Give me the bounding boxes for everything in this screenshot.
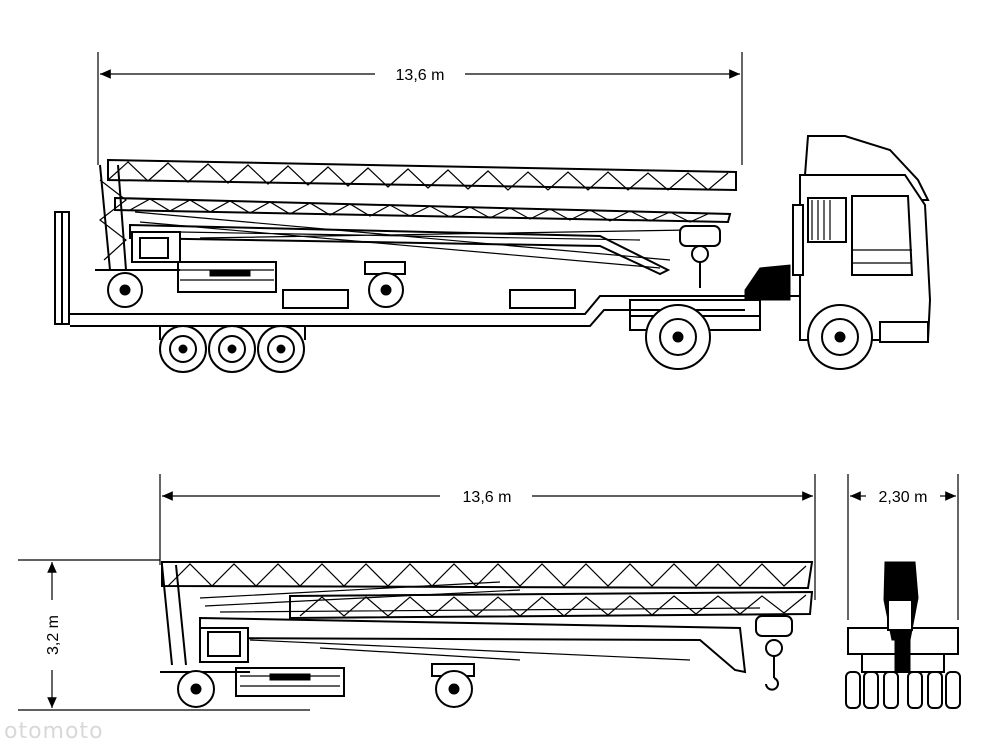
length-dimension-top: 13,6 m	[97, 52, 743, 165]
width-dimension-rear: 2,30 m	[847, 474, 959, 620]
rear-wheels	[845, 671, 961, 709]
length-label-top: 13,6 m	[396, 67, 445, 84]
truck-trailer-view: 13,6 m	[54, 52, 932, 373]
tractor-truck	[629, 135, 932, 370]
width-label-rear: 2,30 m	[879, 489, 928, 506]
length-label-side: 13,6 m	[463, 489, 512, 506]
crane-side-view: 13,6 m 3,2 m	[18, 474, 816, 711]
trailer-wheels	[159, 325, 305, 373]
height-dimension-side: 3,2 m	[18, 559, 310, 711]
crane-rear-view: 2,30 m	[845, 474, 961, 709]
trailer	[54, 211, 745, 373]
watermark-text: otomoto	[4, 719, 104, 744]
height-label-side: 3,2 m	[45, 615, 62, 655]
length-dimension-side: 13,6 m	[159, 474, 816, 600]
crane-on-trailer	[95, 158, 737, 308]
truck-wheels	[645, 304, 873, 370]
